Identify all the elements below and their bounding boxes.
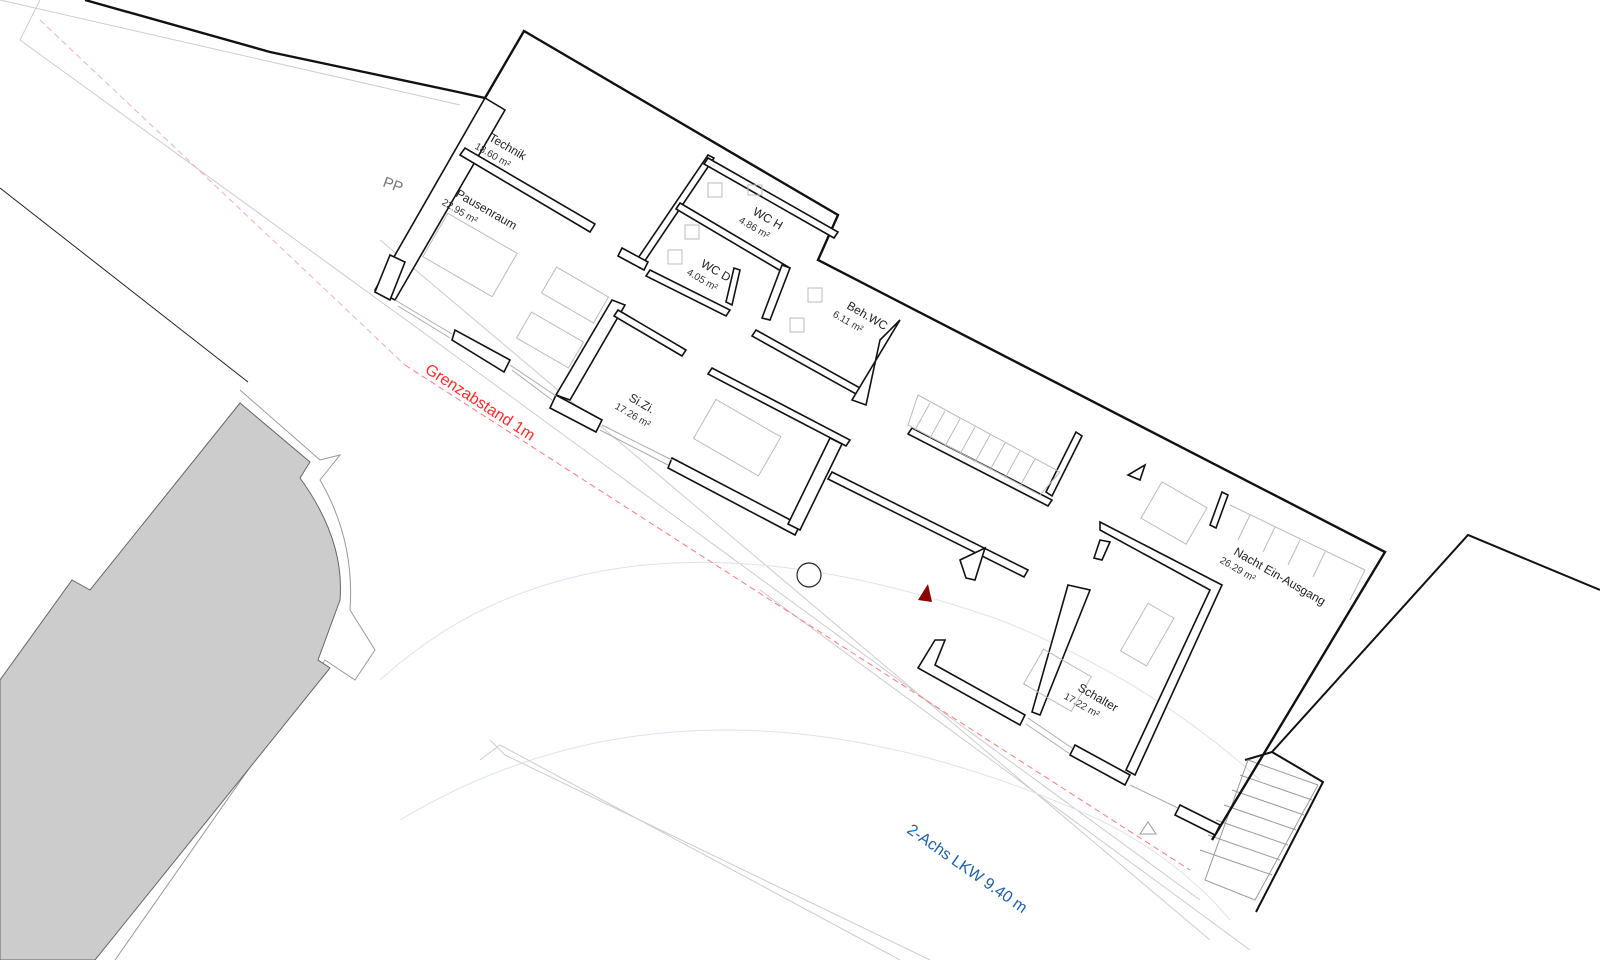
truck-label: 2-Achs LKW 9.40 m [904, 821, 1030, 917]
windows [394, 299, 1179, 809]
furniture [422, 182, 1366, 713]
column-circle [796, 562, 822, 588]
site-lines [0, 0, 1261, 960]
neighbor-building-right [1244, 533, 1600, 913]
neighbor-building [0, 402, 341, 960]
site-boundary-line [0, 187, 249, 383]
entrance-marker-icon [918, 584, 932, 602]
north-marker-icon [1139, 821, 1157, 835]
boundary-setback-line [404, 364, 1191, 871]
parking-label: PP [381, 174, 406, 197]
walls [373, 96, 1229, 837]
building-outline [84, 0, 1387, 841]
stairs-right [1199, 759, 1319, 901]
